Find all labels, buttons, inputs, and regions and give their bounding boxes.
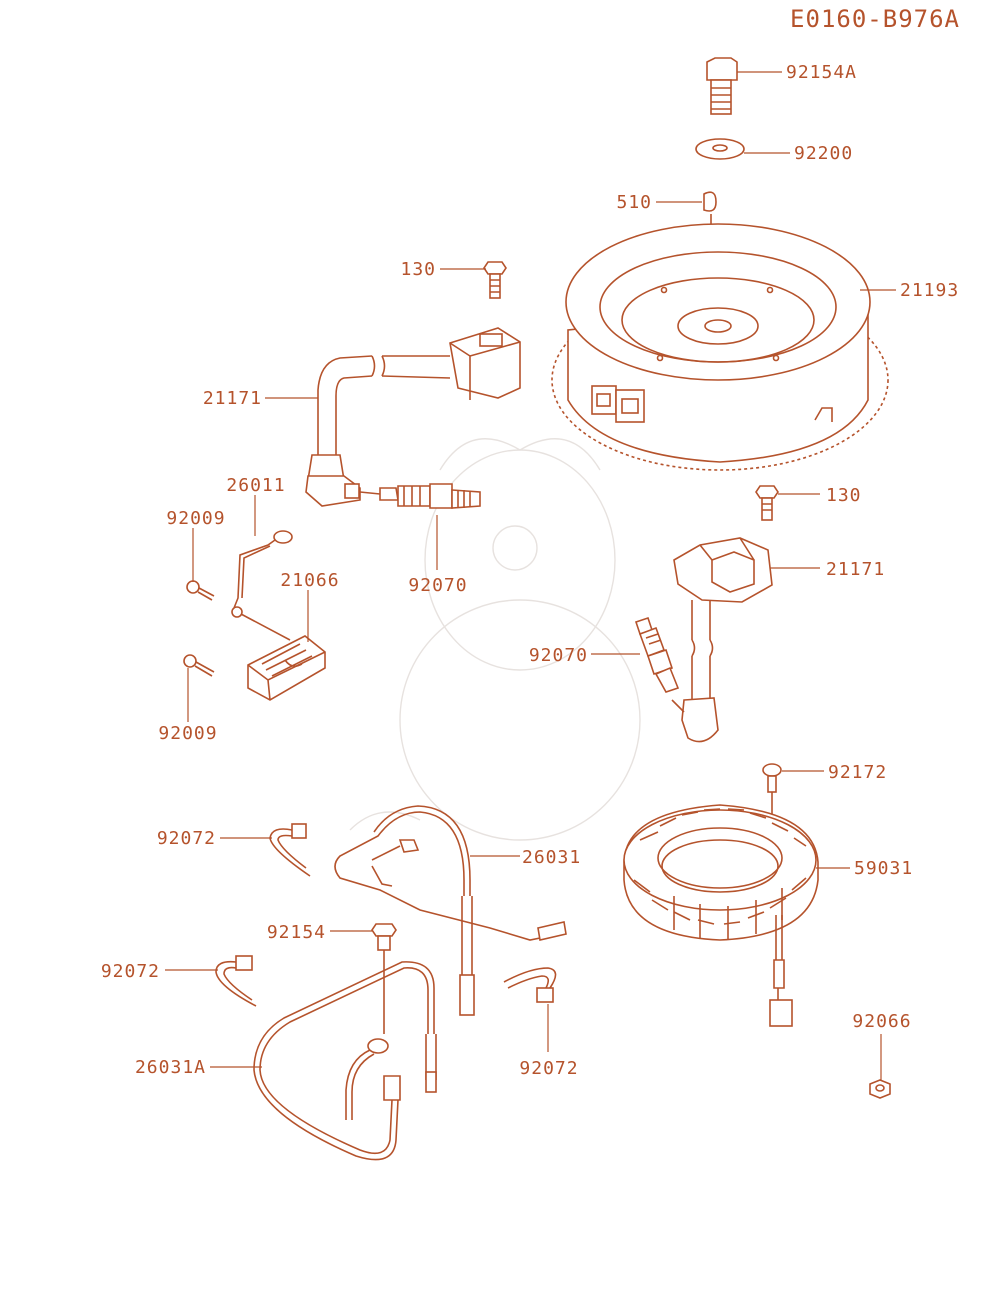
harness-26031a-part [253,961,437,1161]
spark-plug-92070-upper-part [379,483,481,509]
bolt-130-upper-part [483,261,507,299]
label-21066: 21066 [280,570,339,591]
label-510: 510 [616,192,652,213]
harness-26031-part [334,805,567,1016]
lead-26011-part [231,530,293,641]
label-26011: 26011 [226,475,285,496]
watermark-mascot [349,438,641,841]
label-92154a: 92154A [786,62,857,83]
screw-92009-upper-part [186,580,215,601]
label-21193: 21193 [900,280,959,301]
part-labels: 92154A 92200 510 21193 130 21171 26011 9… [101,62,959,1079]
label-21171-lower: 21171 [826,559,885,580]
bolt-92154a-part [706,57,738,115]
nut-92066-part [869,1079,891,1099]
screw-92009-lower-part [183,654,215,677]
label-130-upper: 130 [400,259,436,280]
stator-59031-part [623,804,819,1027]
label-92072-lower: 92072 [519,1058,578,1079]
label-92009-upper: 92009 [166,508,225,529]
label-21171-upper: 21171 [203,388,262,409]
label-26031: 26031 [522,847,581,868]
label-26031a: 26031A [135,1057,206,1078]
key-510-part [703,191,717,212]
clamp-92072-upper-part [269,823,311,877]
ignition-coil-21171-lower-part [671,537,773,743]
bolt-92154-part [371,923,397,1034]
label-92070-upper: 92070 [408,575,467,596]
clamp-92072-lower-part [503,967,557,1003]
label-92072-middle: 92072 [101,961,160,982]
diagram-id: E0160-B976A [790,5,960,33]
label-130-lower: 130 [826,485,862,506]
label-92154: 92154 [267,922,326,943]
module-21066-part [247,635,326,701]
spark-plug-92070-lower-part [634,616,680,693]
label-92070-lower: 92070 [529,645,588,666]
label-92172: 92172 [828,762,887,783]
label-92200: 92200 [794,143,853,164]
label-59031: 59031 [854,858,913,879]
flywheel-21193-part [551,223,889,471]
label-92066: 92066 [852,1011,911,1032]
ignition-coil-21171-upper-part [305,327,521,507]
label-92009-lower: 92009 [158,723,217,744]
clamp-92072-middle-part [215,955,257,1007]
leader-lines [165,71,896,1080]
washer-92200-part [695,138,745,160]
label-92072-upper: 92072 [157,828,216,849]
bolt-130-lower-part [755,485,779,521]
